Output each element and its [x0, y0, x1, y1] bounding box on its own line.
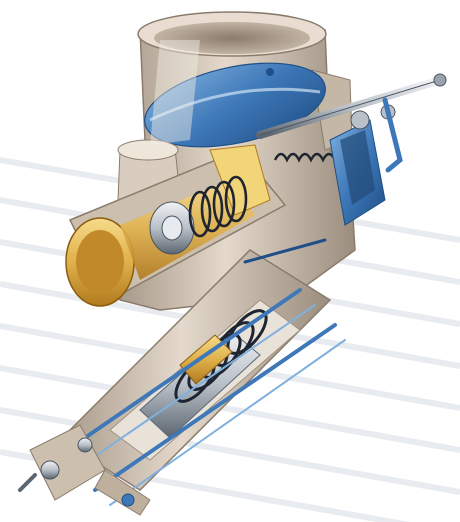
- accelerator-piston: [149, 175, 248, 255]
- linkage-spring: [273, 152, 337, 163]
- throttle-linkage: [256, 73, 447, 226]
- bottom-fittings: [18, 424, 151, 516]
- body-highlight: [150, 40, 200, 145]
- linkage-rods: [58, 238, 346, 506]
